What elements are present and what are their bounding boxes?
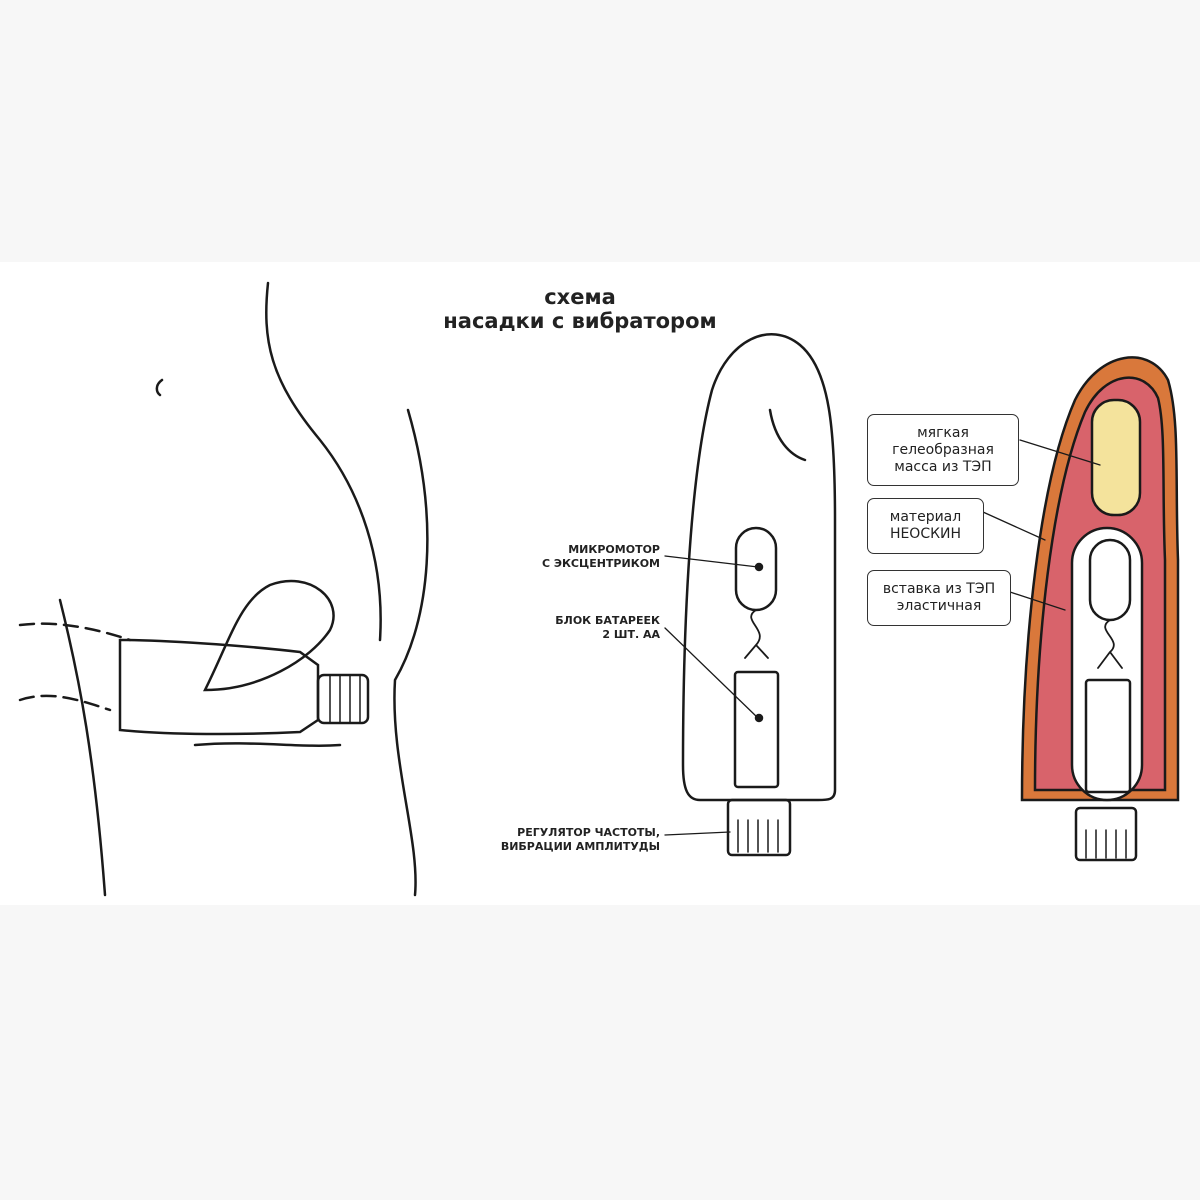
callout-material: материал НЕОСКИН (867, 498, 984, 554)
callout-line: материал (889, 509, 962, 525)
cross-section (982, 356, 1180, 862)
gel-core (1090, 398, 1142, 517)
regulator (726, 798, 792, 857)
label-line: 2 шт. АА (602, 628, 660, 641)
label-regulator: регулятор частоты, вибрации амплитуды (460, 826, 660, 854)
diagram-title: схема насадки с вибратором (380, 285, 780, 333)
label-battery: блок батареек 2 шт. АА (500, 614, 660, 642)
callout-line: гелеобразная (892, 441, 994, 458)
title-line1: схема (544, 285, 616, 309)
sleeve-knob (316, 673, 370, 725)
callout-line: эластичная (896, 598, 982, 614)
label-line: блок батареек (555, 614, 660, 627)
title-line2: насадки с вибратором (443, 309, 717, 333)
callout-insert: вставка из ТЭП эластичная (867, 570, 1011, 626)
callout-line: вставка из ТЭП (882, 581, 996, 597)
label-line: регулятор частоты, (517, 826, 660, 839)
usage-illustration (18, 281, 429, 897)
label-line: с эксцентриком (541, 557, 660, 570)
label-line: вибрации амплитуды (500, 840, 660, 853)
callout-line: масса из ТЭП (894, 458, 992, 475)
callout-line: мягкая (917, 424, 969, 441)
label-line: микромотор (568, 543, 660, 556)
sleeve-outline (118, 638, 320, 736)
label-micromotor: микромотор с эксцентриком (500, 543, 660, 571)
hand-outline (202, 579, 335, 692)
battery-block (733, 670, 780, 789)
tpe-insert (1070, 526, 1144, 802)
callout-line: НЕОСКИН (889, 526, 962, 542)
device-schematic (664, 333, 837, 857)
callout-gel: мягкая гелеобразная масса из ТЭП (867, 414, 1019, 486)
